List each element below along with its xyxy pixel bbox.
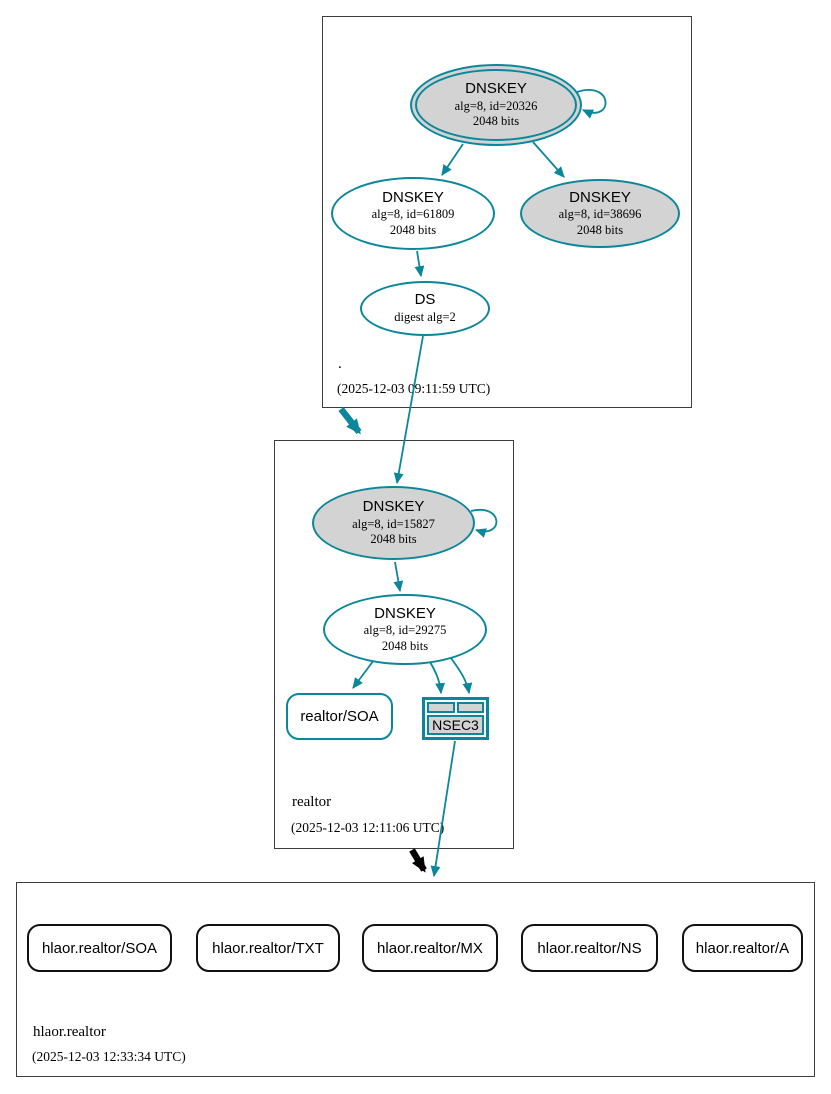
edge-realtor-zsk-to-nsec3-left [429, 661, 446, 695]
nsec3-cells [427, 702, 484, 713]
node-hlaor-a[interactable]: hlaor.realtor/A [682, 924, 803, 972]
node-bits: 2048 bits [389, 222, 437, 237]
zone-name-root: . [338, 356, 342, 372]
node-detail: alg=8, id=20326 [454, 98, 538, 113]
node-hlaor-txt[interactable]: hlaor.realtor/TXT [196, 924, 340, 972]
zone-box-hlaor-realtor [16, 882, 815, 1077]
edge-root-ksk-self-sign [576, 89, 607, 119]
edge-delegation-root-to-realtor [338, 406, 362, 435]
node-root-ds[interactable]: DS digest alg=2 [360, 281, 490, 336]
node-detail: alg=8, id=15827 [352, 516, 435, 531]
rrset-label: hlaor.realtor/TXT [212, 939, 324, 957]
zone-name-hlaor: hlaor.realtor [33, 1024, 106, 1040]
node-realtor-dnskey-zsk[interactable]: DNSKEY alg=8, id=29275 2048 bits [323, 594, 487, 665]
node-bits: 2048 bits [576, 222, 624, 237]
node-detail: alg=8, id=38696 [558, 207, 642, 222]
node-hlaor-ns[interactable]: hlaor.realtor/NS [521, 924, 658, 972]
zone-box-realtor [274, 440, 514, 849]
nsec3-cell-right [456, 702, 484, 713]
node-detail: digest alg=2 [394, 310, 456, 325]
nsec3-label: NSEC3 [427, 715, 484, 735]
node-realtor-nsec3[interactable]: NSEC3 [422, 697, 489, 740]
node-title: DNSKEY [374, 604, 436, 622]
zone-box-root [322, 16, 692, 408]
node-title: DNSKEY [569, 188, 631, 206]
node-bits: 2048 bits [472, 114, 520, 129]
edge-ds-to-realtor-ksk [393, 335, 424, 485]
edge-root-ksk-to-key38696 [532, 141, 565, 178]
node-hlaor-mx[interactable]: hlaor.realtor/MX [362, 924, 498, 972]
rrset-label: realtor/SOA [300, 708, 379, 725]
rrset-label: hlaor.realtor/SOA [41, 939, 158, 957]
node-detail: alg=8, id=61809 [371, 207, 455, 222]
zone-timestamp-realtor: (2025-12-03 12:11:06 UTC) [291, 820, 445, 835]
edge-realtor-zsk-to-soa [352, 659, 375, 689]
node-detail: alg=8, id=29275 [363, 623, 447, 638]
edge-realtor-ksk-self-sign [470, 508, 498, 538]
edge-root-zsk-to-ds [414, 250, 425, 278]
node-bits: 2048 bits [370, 532, 417, 547]
rrset-label: hlaor.realtor/NS [537, 939, 642, 957]
edge-delegation-realtor-to-hlaor [409, 848, 427, 873]
node-realtor-soa[interactable]: realtor/SOA [286, 693, 393, 740]
node-bits: 2048 bits [381, 638, 429, 653]
zone-timestamp-hlaor: (2025-12-03 12:33:34 UTC) [32, 1049, 186, 1064]
node-title: DNSKEY [382, 188, 444, 206]
node-title: DNSKEY [362, 498, 425, 515]
rrset-label: hlaor.realtor/A [695, 939, 790, 957]
node-title: DNSKEY [465, 80, 527, 97]
nsec3-cell-left [427, 702, 455, 713]
node-hlaor-soa[interactable]: hlaor.realtor/SOA [27, 924, 172, 972]
node-root-dnskey-zsk[interactable]: DNSKEY alg=8, id=61809 2048 bits [331, 177, 495, 250]
edge-nsec3-to-hlaor [430, 740, 456, 878]
zone-name-realtor: realtor [292, 794, 332, 810]
edge-root-ksk-to-zsk [441, 143, 464, 176]
node-realtor-dnskey-ksk[interactable]: DNSKEY alg=8, id=15827 2048 bits [312, 486, 475, 560]
edge-realtor-zsk-to-nsec3-right [450, 657, 473, 695]
node-root-dnskey-38696[interactable]: DNSKEY alg=8, id=38696 2048 bits [520, 179, 680, 248]
node-title: DS [414, 291, 436, 309]
edge-realtor-ksk-to-zsk [393, 561, 404, 593]
node-root-dnskey-ksk[interactable]: DNSKEY alg=8, id=20326 2048 bits [410, 64, 582, 146]
rrset-label: hlaor.realtor/MX [377, 939, 483, 957]
